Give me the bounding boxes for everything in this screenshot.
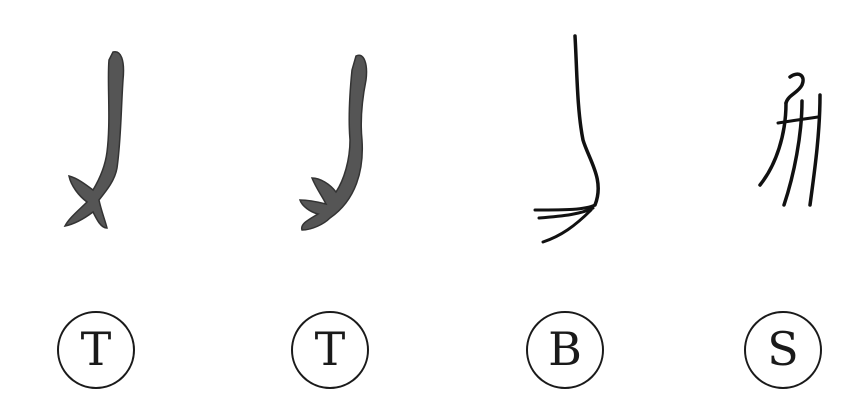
label-circle-1: T (57, 311, 135, 389)
label-circle-4: S (744, 311, 822, 389)
glyph-3-bronze (533, 34, 600, 244)
glyph-1-oracle-bone (63, 51, 125, 229)
label-2-text: T (314, 322, 346, 376)
label-4-text: S (767, 322, 799, 376)
label-1-text: T (80, 322, 112, 376)
label-circle-2: T (291, 311, 369, 389)
label-3-text: B (548, 322, 582, 376)
label-circle-3: B (526, 311, 604, 389)
glyph-2-oracle-bone (298, 54, 368, 231)
glyph-4-seal (758, 72, 822, 207)
